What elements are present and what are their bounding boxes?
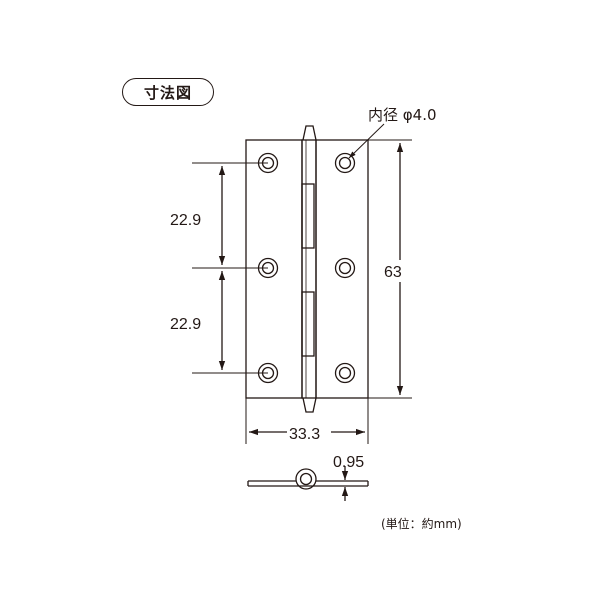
height-extension-lines	[368, 139, 412, 399]
screw-hole	[334, 362, 356, 384]
inner-diameter-label: 内径 φ4.0	[368, 106, 437, 124]
drawing-title-badge: 寸法図	[122, 78, 214, 106]
pitch-lower-label: 22.9	[170, 316, 201, 333]
screw-hole	[334, 152, 356, 174]
pitch-lower-label-bg	[168, 311, 220, 333]
right-leaf	[315, 139, 369, 399]
height-label-bg	[382, 260, 412, 282]
pitch-upper-label-bg	[168, 207, 220, 229]
pitch-upper-label: 22.9	[170, 212, 201, 229]
screw-holes	[257, 152, 356, 384]
height-label: 63	[384, 264, 402, 281]
hinge-knuckle	[301, 125, 317, 413]
width-label-bg	[287, 423, 331, 443]
unit-note: (単位：約mm)	[381, 516, 462, 531]
pitch-extension-lines	[192, 162, 268, 374]
thickness-extension-lines	[316, 480, 356, 487]
screw-hole	[334, 257, 356, 279]
diameter-leader-line	[348, 123, 385, 159]
width-label: 33.3	[289, 426, 320, 443]
width-extension-lines	[245, 398, 369, 444]
thickness-label: 0.95	[333, 454, 364, 471]
